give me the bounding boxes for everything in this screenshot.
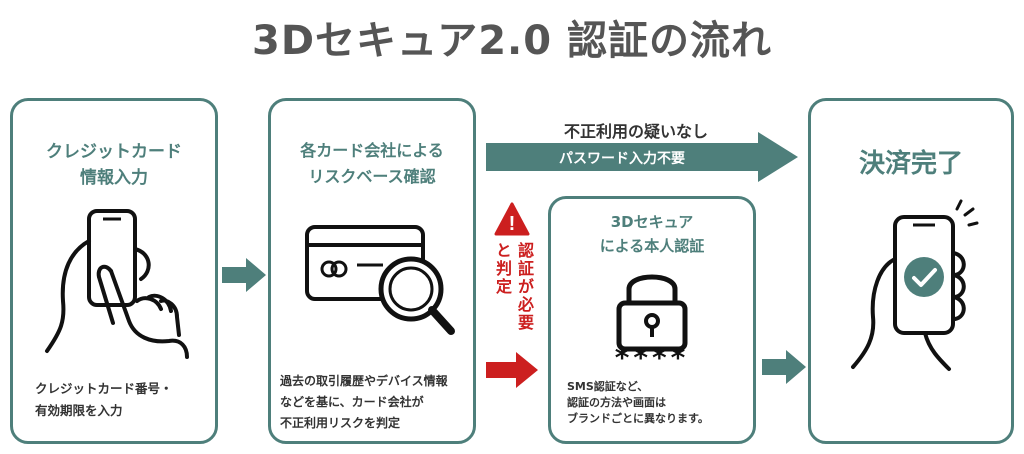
- step3-desc-line3: ブランドごとに異なります。: [567, 412, 709, 425]
- step4-card: 決済完了: [808, 98, 1014, 444]
- step3-desc-line2: 認証の方法や画面は: [567, 396, 666, 409]
- page-title: 3Dセキュア2.0 認証の流れ: [251, 18, 773, 64]
- branch-ok-arrow: [486, 132, 798, 182]
- padlock-icon: [616, 274, 688, 352]
- step1-desc-line1: クレジットカード番号・: [35, 381, 173, 396]
- step2-desc-line1: 過去の取引履歴やデバイス情報: [280, 374, 448, 388]
- step4-title: 決済完了: [858, 149, 963, 179]
- step3-card: 3Dセキュア による本人認証 **** SMS認証など、 認証の方法や画面は ブ…: [548, 196, 756, 444]
- step1-desc-line2: 有効期限を入力: [35, 403, 123, 418]
- step1-card: クレジットカード 情報入力 クレジットカード番号・ 有効期限を入力: [10, 98, 218, 444]
- step2-desc-line3: 不正利用リスクを判定: [280, 416, 401, 430]
- hand-phone-tap-icon: [45, 209, 189, 359]
- warning-icon: !: [494, 202, 530, 236]
- phone-check-icon: [851, 199, 979, 371]
- step1-title-line1: クレジットカード: [46, 142, 182, 162]
- branch-auth-arrow: [486, 352, 538, 388]
- warning-symbol: !: [509, 213, 516, 235]
- step3-title-line1: 3Dセキュア: [610, 213, 694, 231]
- step2-title-line1: 各カード会社による: [300, 141, 444, 160]
- branch-auth-col2: と判定: [493, 242, 512, 296]
- step2-title-line2: リスクベース確認: [308, 167, 436, 186]
- branch-ok-label: 不正利用の疑いなし: [563, 122, 708, 141]
- step1-title-line2: 情報入力: [80, 168, 148, 188]
- arrow-step3-to-step4: [762, 350, 806, 384]
- step3-password-mask: ****: [614, 341, 690, 374]
- arrow-step1-to-step2: [222, 258, 266, 292]
- step3-title-line2: による本人認証: [599, 237, 705, 255]
- step2-card: 各カード会社による リスクベース確認 過去の取引履歴やデバイス情報 などを基に、…: [268, 98, 476, 444]
- branch-ok-arrow-text: パスワード入力不要: [559, 151, 685, 167]
- branch-auth-col1: 認証が必要: [515, 242, 534, 332]
- step3-desc-line1: SMS認証など、: [567, 380, 649, 393]
- card-magnifier-icon: [305, 225, 455, 335]
- step2-desc-line2: などを基に、カード会社が: [280, 395, 424, 409]
